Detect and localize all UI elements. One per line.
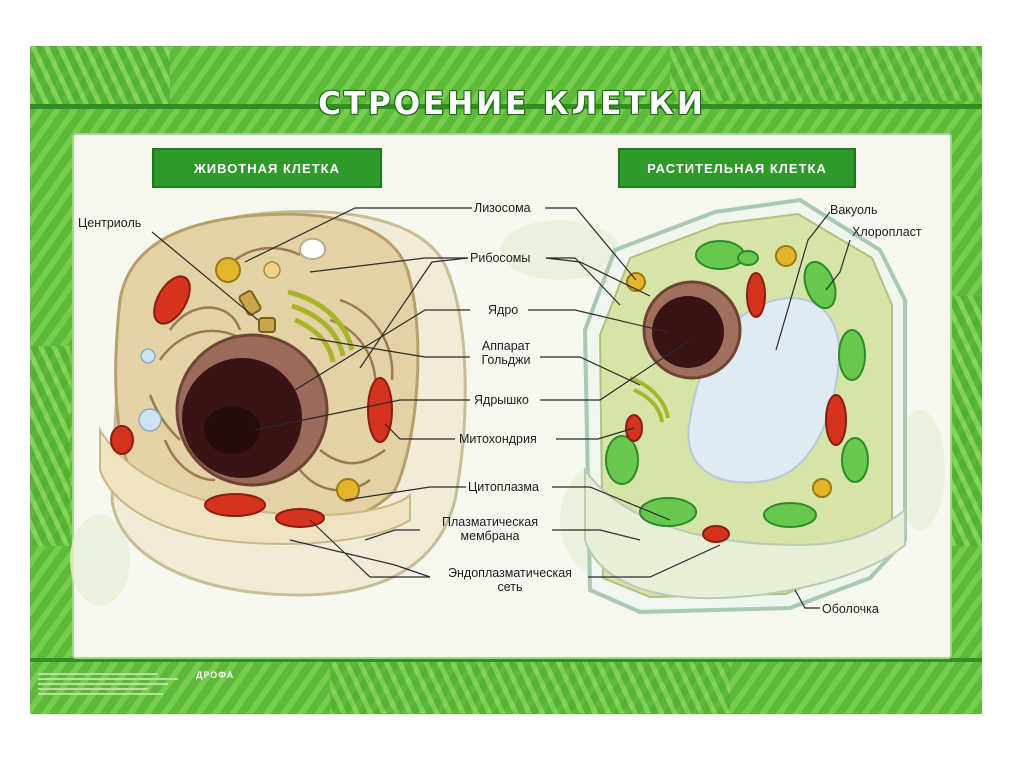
- animal-mitochondria: [110, 275, 393, 528]
- label-vacuole: Вакуоль: [830, 203, 878, 217]
- label-er-line2: сеть: [497, 580, 523, 594]
- label-golgi-line2: Гольджи: [481, 353, 531, 367]
- label-cytoplasm: Цитоплазма: [468, 480, 539, 494]
- label-plasma-line1: Плазматическая: [442, 515, 538, 529]
- animal-golgi: [287, 289, 355, 363]
- label-golgi-line1: Аппарат: [481, 339, 531, 353]
- plant-cell: [582, 197, 907, 615]
- leader-lines: [151, 207, 851, 609]
- animal-cell-tag: ЖИВОТНАЯ КЛЕТКА: [152, 148, 382, 188]
- animal-cut-face: [99, 426, 411, 545]
- animal-cell: [99, 210, 467, 597]
- label-nucleus: Ядро: [488, 303, 519, 317]
- publisher-logo: ДРОФА: [196, 670, 235, 680]
- label-nucleolus: Ядрышко: [474, 393, 529, 407]
- label-mitochondria: Митохондрия: [459, 432, 537, 446]
- label-plasma-line2: мембрана: [460, 529, 520, 543]
- plant-cell-tag: РАСТИТЕЛЬНАЯ КЛЕТКА: [618, 148, 856, 188]
- poster-title: СТРОЕНИЕ КЛЕТКИ: [318, 86, 706, 122]
- animal-nucleolus: [204, 406, 260, 454]
- label-er: Эндоплазматическая сеть: [432, 566, 588, 594]
- centriole: [238, 290, 276, 333]
- label-ribosomes: Рибосомы: [470, 251, 531, 265]
- label-centriole: Центриоль: [78, 216, 142, 230]
- label-plasma-membrane: Плазматическая мембрана: [424, 515, 556, 543]
- label-er-line1: Эндоплазматическая: [448, 566, 572, 580]
- label-lysosome: Лизосома: [474, 201, 531, 215]
- label-golgi: Аппарат Гольджи: [470, 339, 542, 367]
- animal-vesicles: [138, 257, 360, 502]
- footer-credits: [38, 670, 258, 698]
- plant-cut-face: [584, 466, 906, 600]
- plant-chloroplasts: [605, 240, 869, 528]
- label-cell-wall: Оболочка: [822, 602, 879, 616]
- animal-lysosome-notch: [298, 237, 327, 260]
- plant-nucleus: [652, 296, 724, 368]
- label-chloroplast: Хлоропласт: [852, 225, 922, 239]
- plant-golgi: [629, 376, 670, 423]
